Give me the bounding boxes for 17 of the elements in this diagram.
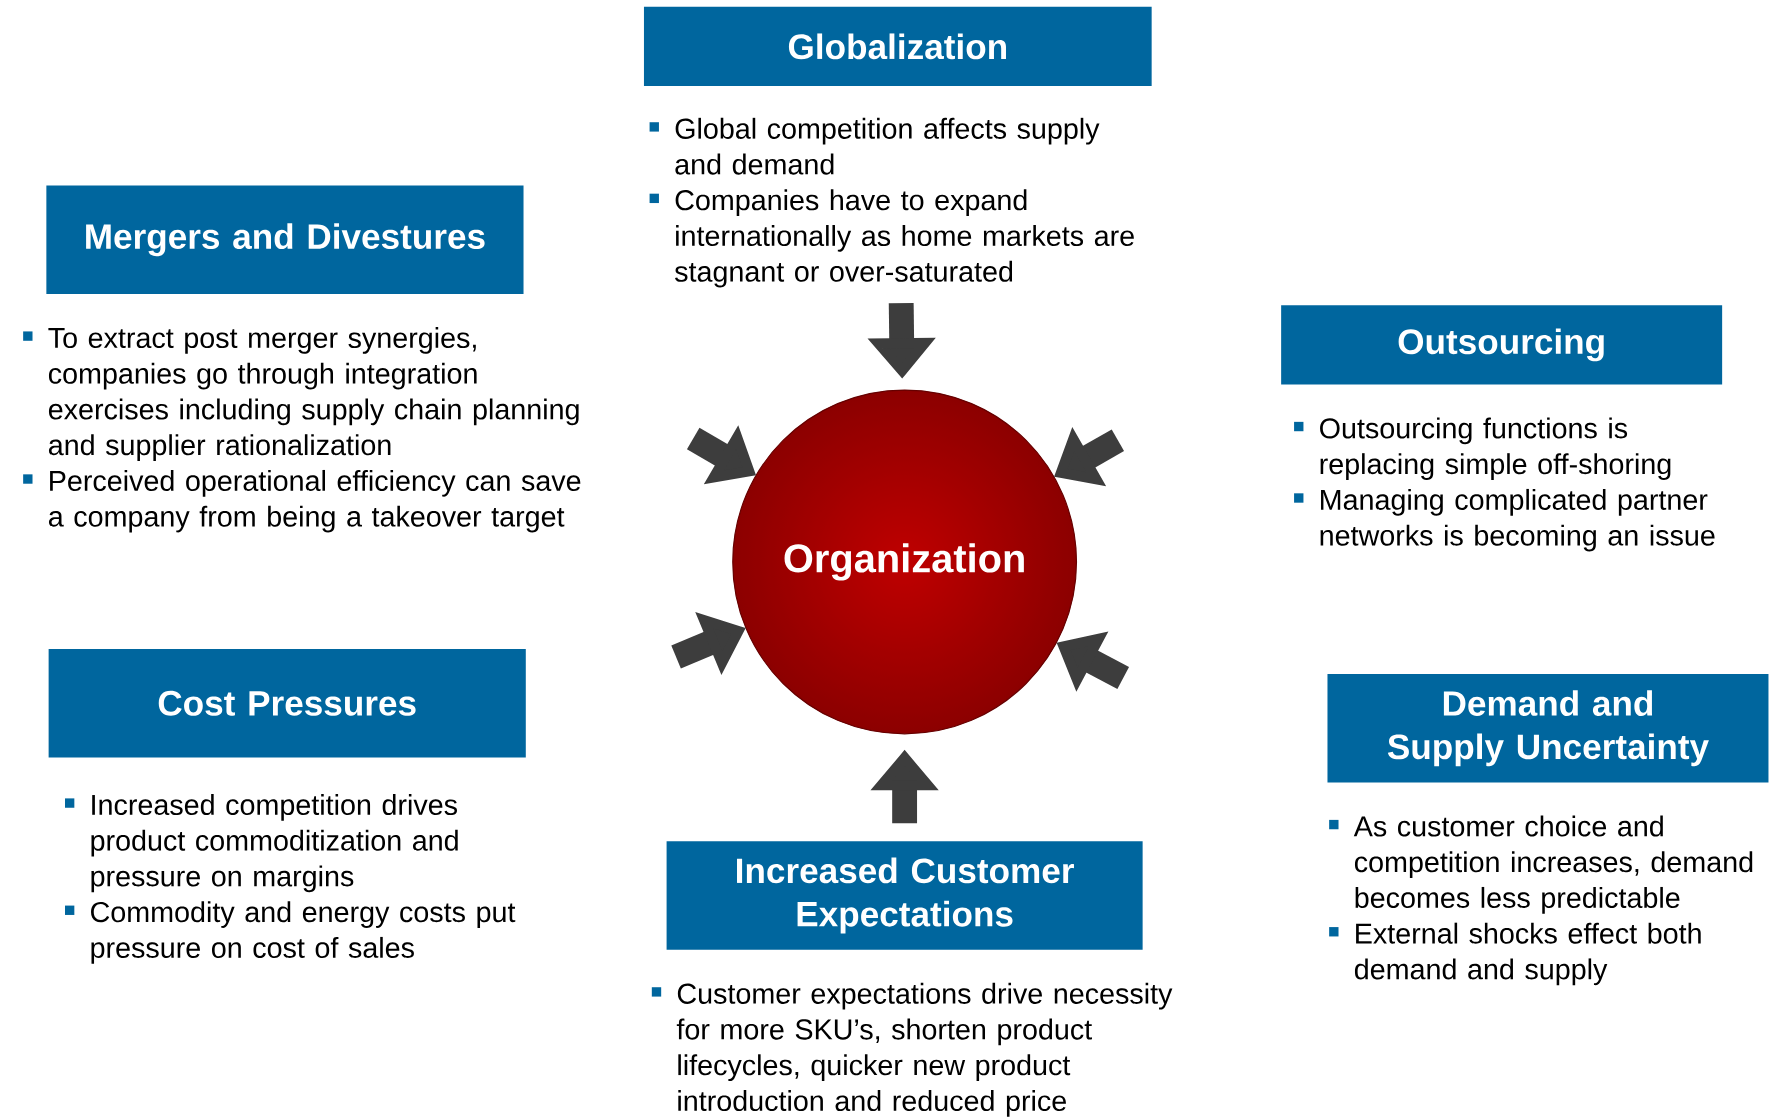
header-box: Globalization [643, 6, 1152, 86]
bullet-item: Increased competition drives product commoditization and pressure on margins [64, 793, 458, 892]
header-box: Outsourcing [1281, 305, 1723, 385]
bullet-item: Global competition affects supply and demand [649, 117, 1100, 175]
bullet-item: Customer expectations drive necessity for more SKU’s, shorten product lifecycles, quicker new product introduction and reduced price [651, 982, 1173, 1117]
bullet-item: Commodity and energy costs put pressure on cost of sales [64, 901, 516, 964]
bullet-item: Companies have to expand internationally as home markets are stagnant or over-saturated [649, 189, 1134, 288]
bullet-item: As customer choice and competition increases, demand becomes less predictable [1329, 815, 1753, 914]
bullet-item: To extract post merger synergies, companies go through integration exercises including supply chain planning and supplier rationalization [23, 326, 579, 461]
bullet-item: External shocks effect both demand and supply [1329, 922, 1701, 985]
bullet-item: Outsourcing functions is replacing simple off-shoring [1294, 417, 1671, 480]
header-box: Cost Pressures [48, 648, 526, 758]
bullet-item: Managing complicated partner networks is becoming an issue [1294, 488, 1715, 552]
bullet-item: Perceived operational efficiency can save a company from being a takeover target [23, 469, 581, 533]
header-box: Demand and Supply Uncertainty [1327, 673, 1769, 783]
header-box: Increased Customer Expectations [666, 841, 1143, 950]
header-box: Mergers and Divestures [46, 185, 524, 294]
